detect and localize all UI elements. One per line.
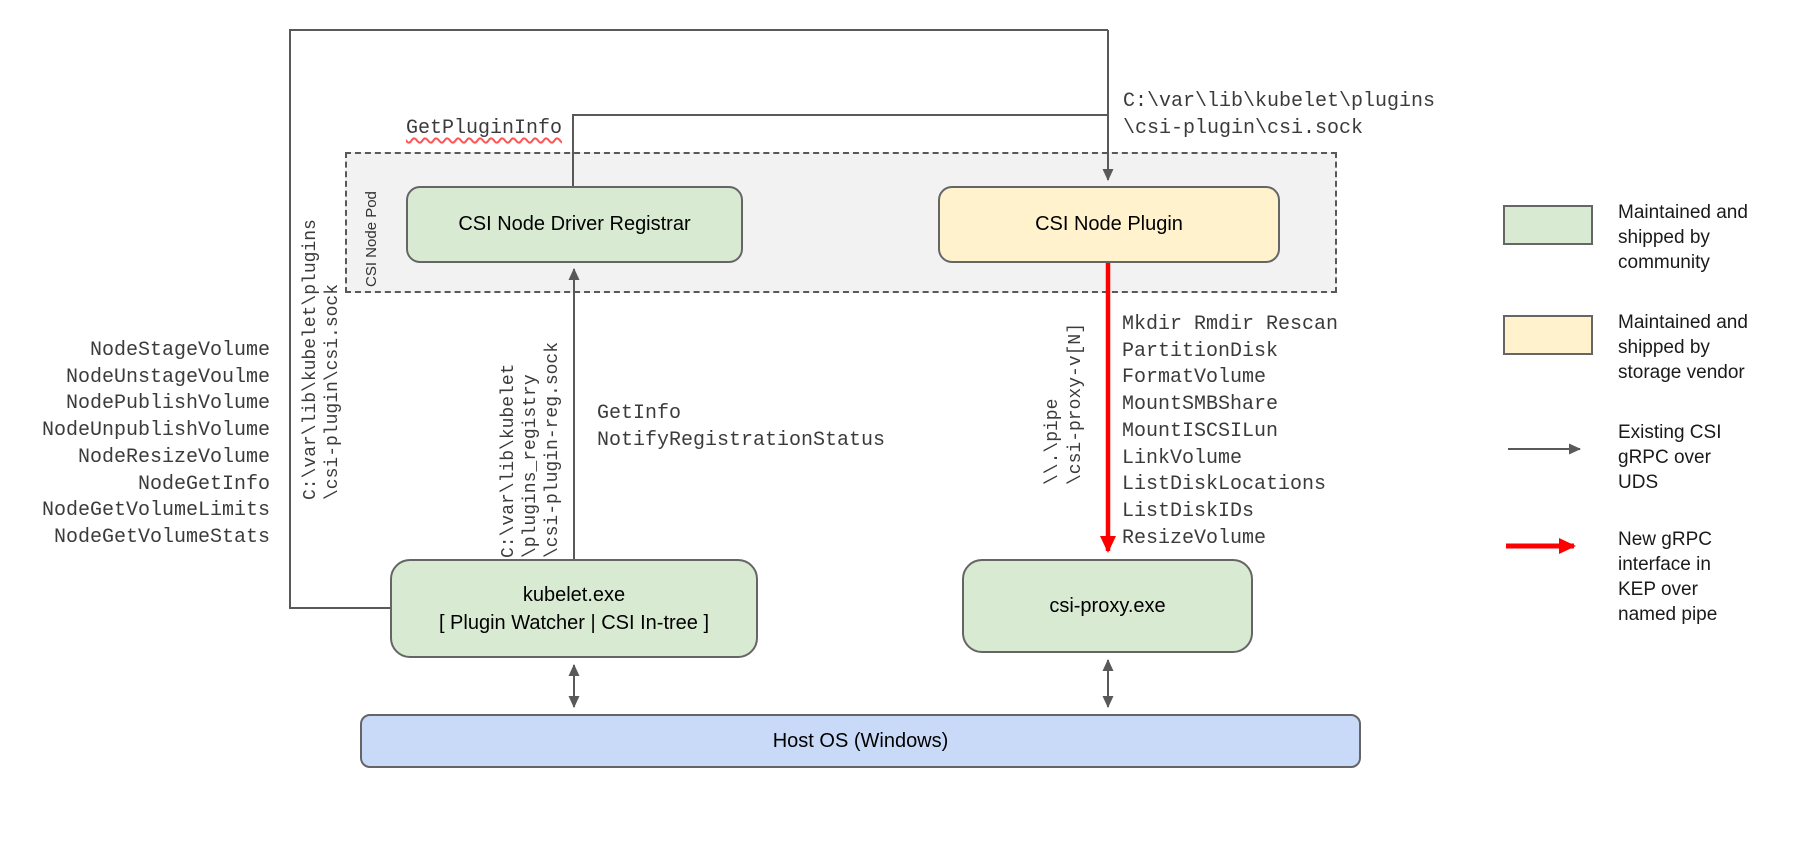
kubelet-label: kubelet.exe [ Plugin Watcher | CSI In-tr… xyxy=(438,583,710,634)
csi-node-pod-label: CSI Node Pod xyxy=(363,191,380,287)
legend-label-community: Maintained and shipped by community xyxy=(1618,202,1748,273)
csi-node-driver-registrar-label: CSI Node Driver Registrar xyxy=(458,213,691,235)
list-item: NodeStageVolume xyxy=(89,339,270,362)
list-item: NodeResizeVolume xyxy=(77,445,270,469)
list-item: MountSMBShare xyxy=(1122,393,1279,417)
legend-red-arrow-icon xyxy=(1506,538,1576,554)
list-item: NodeGetVolumeLimits xyxy=(41,499,270,523)
list-item: NodeGetVolumeStats xyxy=(53,525,270,549)
csi-proxy-box: csi-proxy.exe xyxy=(962,559,1253,653)
named-pipe-path-label: \\.\pipe \csi-proxy-v[N] xyxy=(1043,322,1086,485)
csi-node-plugin-label: CSI Node Plugin xyxy=(1035,213,1183,235)
csi-node-plugin-box: CSI Node Plugin xyxy=(938,186,1280,263)
legend: Maintained and shipped by community Main… xyxy=(1490,190,1810,660)
legend-label-vendor: Maintained and shipped by storage vendor xyxy=(1618,312,1748,383)
list-item: NodeGetInfo xyxy=(137,472,270,496)
list-item: NodeUnstageVoulme xyxy=(65,365,270,389)
legend-gray-arrow-icon xyxy=(1508,443,1581,455)
get-plugin-info-label: GetPluginInfo xyxy=(406,117,563,140)
list-item: PartitionDisk xyxy=(1122,339,1279,363)
legend-swatch-vendor xyxy=(1503,315,1593,355)
registration-calls-label: GetInfo NotifyRegistrationStatus xyxy=(597,402,886,452)
csi-node-driver-registrar-box: CSI Node Driver Registrar xyxy=(406,186,743,263)
list-item: ListDiskIDs xyxy=(1122,499,1255,523)
csi-sock-path-label: C:\var\lib\kubelet\plugins \csi-plugin\c… xyxy=(1123,90,1436,140)
list-item: NodePublishVolume xyxy=(65,392,270,416)
list-item: MountISCSILun xyxy=(1122,419,1279,443)
plugin-reg-sock-path-label: C:\var\lib\kubelet \plugins_registry \cs… xyxy=(499,341,563,558)
list-item: ResizeVolume xyxy=(1122,526,1267,550)
host-os-label: Host OS (Windows) xyxy=(772,729,949,752)
proxy-calls-list: Mkdir Rmdir Rescan PartitionDisk FormatV… xyxy=(1122,312,1402,552)
list-item: ListDiskLocations xyxy=(1122,473,1327,497)
list-item: NodeUnpublishVolume xyxy=(41,419,270,443)
list-item: LinkVolume xyxy=(1122,446,1243,470)
list-item: FormatVolume xyxy=(1122,366,1267,390)
csi-sock-path-vertical-label: C:\var\lib\kubelet\plugins \csi-plugin\c… xyxy=(301,219,343,500)
legend-label-new: New gRPC interface in KEP over named pip… xyxy=(1618,529,1718,625)
list-item: Mkdir Rmdir Rescan xyxy=(1122,313,1339,336)
csi-proxy-label: csi-proxy.exe xyxy=(1049,594,1166,617)
legend-swatch-community xyxy=(1503,205,1593,245)
kubelet-box: kubelet.exe [ Plugin Watcher | CSI In-tr… xyxy=(390,559,758,658)
host-os-box: Host OS (Windows) xyxy=(360,714,1361,768)
legend-label-existing: Existing CSI gRPC over UDS xyxy=(1618,422,1722,493)
node-calls-list: NodeStageVolume NodeUnstageVoulme NodePu… xyxy=(30,338,270,552)
